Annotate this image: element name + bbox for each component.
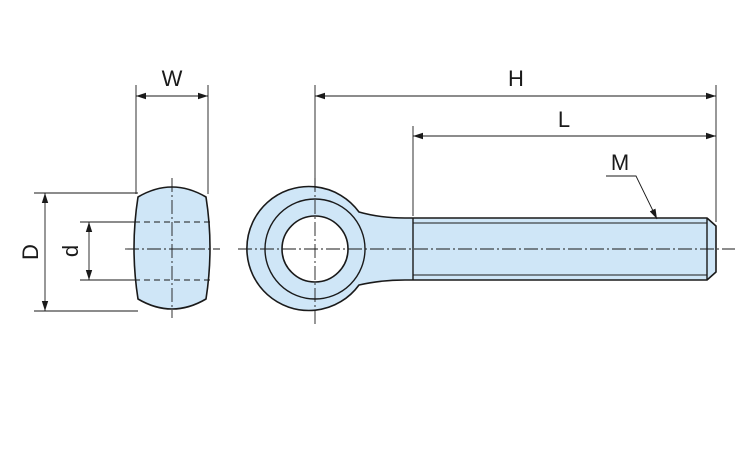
m-thread-label: M [611, 150, 629, 175]
front-view-body [246, 185, 717, 312]
w-dimension-label: W [162, 66, 183, 91]
h-dimension-label: H [508, 66, 524, 91]
d-inner-dimension-label: d [58, 245, 83, 257]
front-view: H L M [238, 66, 735, 325]
m-leader-line [606, 175, 658, 220]
d-outer-dimension-label: D [18, 244, 43, 260]
side-view: W D d [18, 66, 220, 318]
l-dimension-label: L [558, 107, 570, 132]
